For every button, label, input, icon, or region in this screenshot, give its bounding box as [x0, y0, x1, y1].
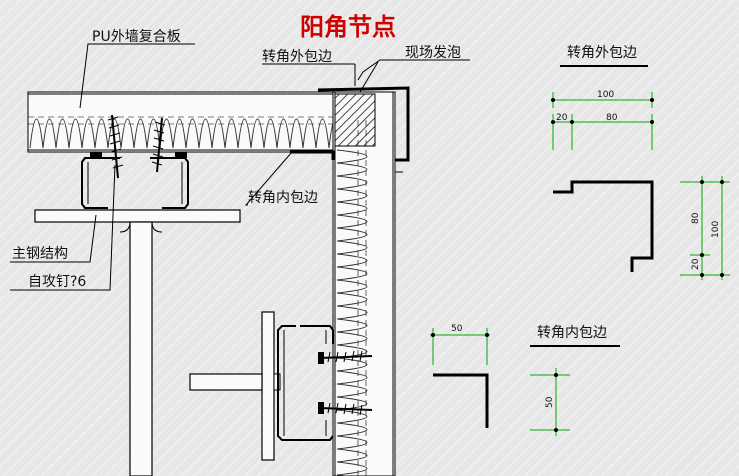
main-steel-structure: [34, 209, 241, 476]
diagram-title: 阳角节点: [300, 13, 396, 41]
label-screw: 自攻钉?6: [28, 274, 86, 290]
dim-outer-b: 80: [606, 113, 618, 123]
label-inner-flashing: 转角内包边: [248, 190, 318, 206]
inner-corner-flashing: [290, 150, 335, 160]
lower-purlin: [277, 325, 334, 441]
horizontal-pu-panel: [27, 91, 343, 153]
detail-inner-flashing: 转角内包边 50 50: [430, 324, 620, 436]
dim-outer-a: 20: [556, 113, 568, 123]
detail-outer-title: 转角外包边: [567, 45, 637, 61]
vertical-insulation-wave: [336, 149, 368, 476]
left-purlin: [81, 152, 189, 209]
dim-outer-v-a: 80: [691, 212, 701, 224]
lower-screw-1: [318, 350, 373, 364]
label-outer-flashing: 转角外包边: [262, 49, 332, 65]
lower-screw-2: [318, 402, 373, 416]
detail-inner-title: 转角内包边: [537, 325, 607, 341]
dim-outer-total: 100: [597, 90, 614, 100]
dim-outer-v-b: 20: [691, 258, 701, 270]
label-main-steel: 主钢结构: [12, 246, 68, 262]
vertical-pu-panel: [332, 91, 396, 476]
leader-lines: [10, 43, 470, 291]
outer-corner-flashing: [317, 86, 410, 162]
dim-outer-v-total: 100: [711, 221, 721, 238]
label-pu-panel: PU外墙复合板: [92, 28, 181, 45]
site-foam-block: [334, 93, 376, 147]
lower-main-steel: [189, 311, 281, 461]
left-screw-1: [107, 114, 124, 179]
detail-outer-flashing: 转角外包边 100 20 80 80 20 100: [551, 45, 730, 280]
inner-flashing-profile: [433, 373, 489, 428]
outer-flashing-profile: [553, 180, 654, 272]
dim-inner-v: 50: [545, 396, 555, 408]
dim-inner-h: 50: [451, 324, 463, 334]
horizontal-insulation-wave: [29, 118, 343, 149]
left-screw-2: [151, 117, 166, 173]
label-site-foam: 现场发泡: [405, 45, 461, 61]
